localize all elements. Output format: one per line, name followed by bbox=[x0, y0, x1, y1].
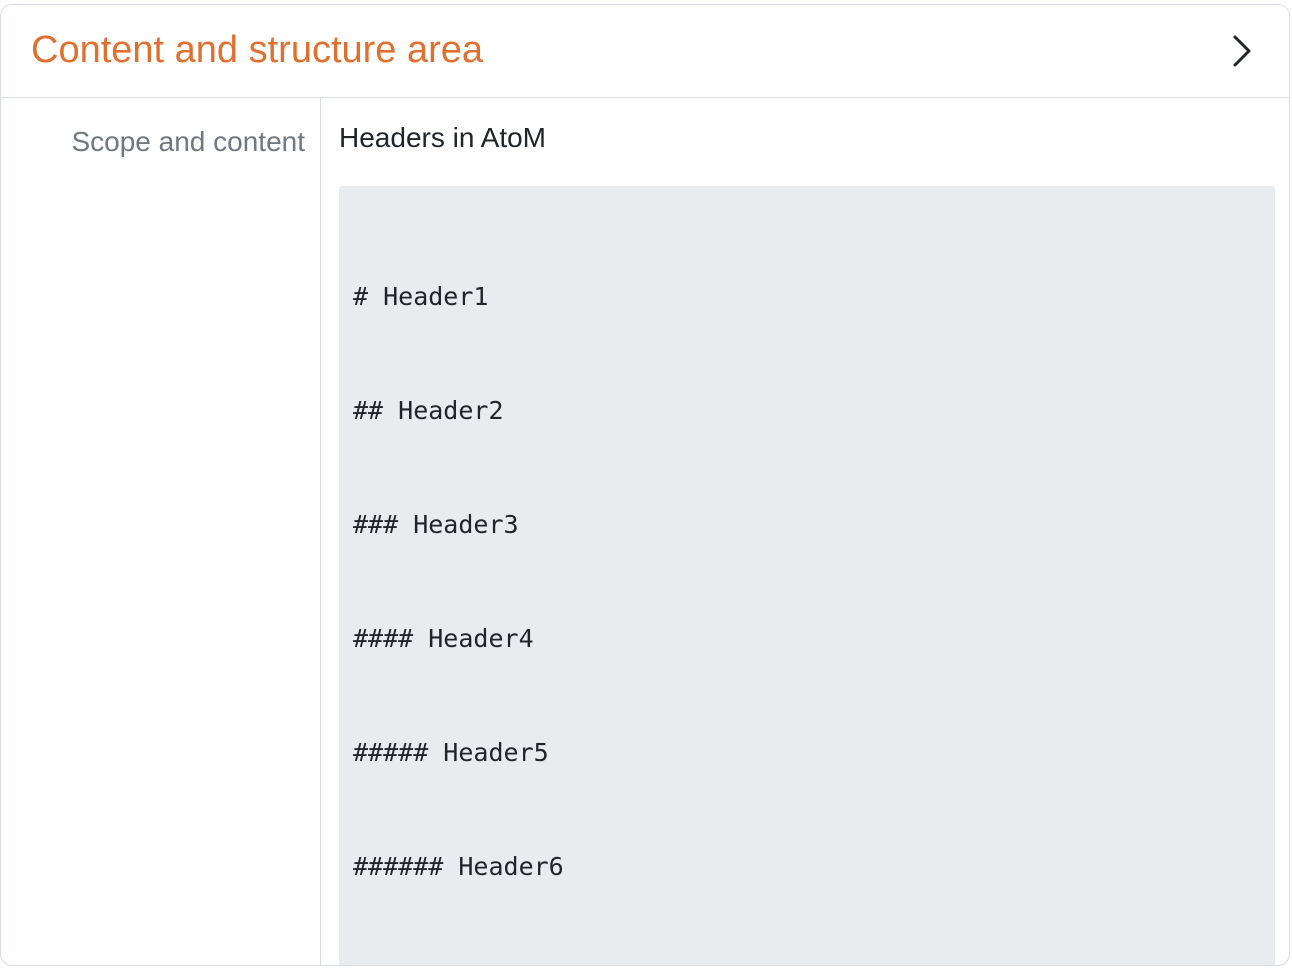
code-line: ## Header2 bbox=[353, 396, 504, 425]
content-and-structure-card: Content and structure area Scope and con… bbox=[0, 4, 1290, 966]
code-line: ###### Header6 bbox=[353, 852, 564, 881]
code-line: ### Header3 bbox=[353, 510, 519, 539]
section-header-content-and-structure[interactable]: Content and structure area bbox=[1, 5, 1289, 98]
field-row-scope-and-content: Scope and content Headers in AtoM # Head… bbox=[1, 98, 1289, 965]
field-label-scope-and-content: Scope and content bbox=[71, 126, 305, 157]
field-label-column: Scope and content bbox=[1, 98, 321, 965]
chevron-right-icon[interactable] bbox=[1231, 33, 1253, 69]
code-line: # Header1 bbox=[353, 282, 489, 311]
code-line: ##### Header5 bbox=[353, 738, 549, 767]
section-title: Content and structure area bbox=[31, 29, 484, 72]
markdown-code-block: # Header1 ## Header2 ### Header3 #### He… bbox=[339, 186, 1275, 965]
field-value-column: Headers in AtoM # Header1 ## Header2 ###… bbox=[321, 98, 1289, 965]
code-line: #### Header4 bbox=[353, 624, 534, 653]
intro-text: Headers in AtoM bbox=[339, 122, 546, 153]
